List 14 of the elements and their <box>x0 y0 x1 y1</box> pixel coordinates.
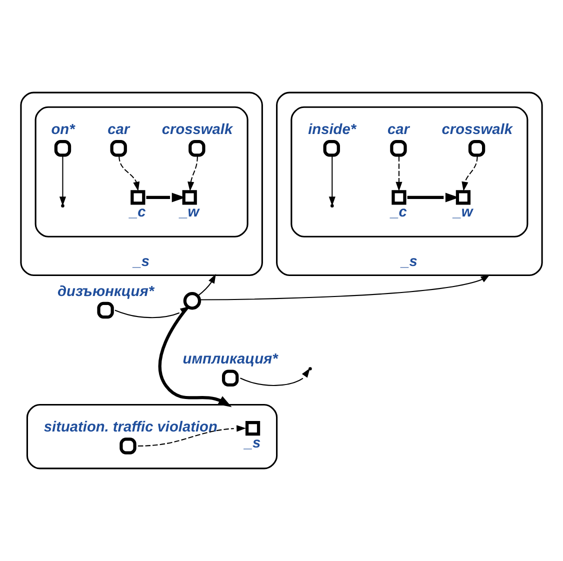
node-label: _s <box>244 435 261 452</box>
node-label: импликация* <box>182 352 278 368</box>
node-label: _w <box>453 204 473 220</box>
node-label: crosswalk <box>162 122 233 138</box>
node-label: _c <box>390 204 407 220</box>
node-label: car <box>108 122 130 138</box>
node-label: crosswalk <box>442 122 512 138</box>
node-label: дизъюнкция* <box>58 284 154 300</box>
node-label: car <box>387 122 410 138</box>
node-label: _c <box>130 204 146 220</box>
node-label: inside* <box>308 122 356 138</box>
node-label: _w <box>180 204 200 220</box>
node-label: situation. traffic violation <box>44 420 218 436</box>
node-label: on* <box>51 122 75 138</box>
